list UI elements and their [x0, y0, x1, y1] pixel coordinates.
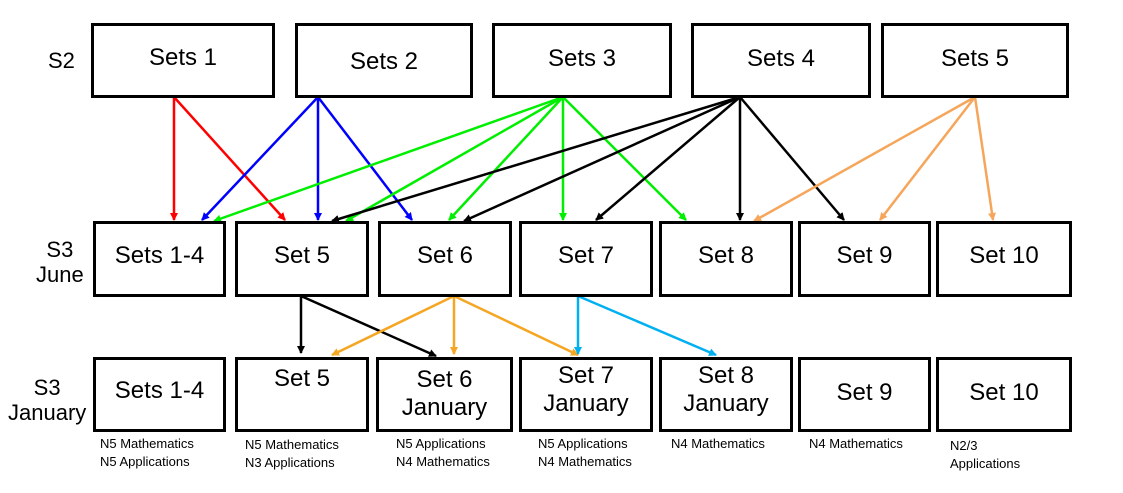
january-set-9-box: Set 9: [798, 357, 931, 432]
course-note-set-10: N2/3 Applications: [950, 437, 1020, 473]
course-line: N4 Mathematics: [538, 454, 632, 470]
course-line: N5 Applications: [100, 454, 190, 470]
row-label-s3-june: S3 June: [36, 237, 84, 288]
box-label: Sets 1-4: [114, 377, 205, 404]
arrows-from-june-set-7: [574, 294, 717, 357]
january-set-8-box: Set 8 January: [659, 357, 793, 432]
june-set-9-box: Set 9: [798, 221, 931, 297]
course-note-set-6: N5 Applications N4 Mathematics: [396, 435, 490, 471]
box-label: Set 7: [557, 242, 615, 269]
course-note-set-8: N4 Mathematics: [671, 435, 765, 453]
box-label: Sets 1: [148, 44, 218, 71]
arrows-from-june-set-6: [331, 294, 579, 357]
course-line: Applications: [950, 456, 1021, 472]
course-line: N5 Applications: [396, 436, 486, 451]
january-set-5-box: Set 5: [235, 357, 369, 432]
row-label-s2: S2: [48, 48, 75, 73]
course-note-set-9: N4 Mathematics: [809, 435, 903, 453]
june-set-8-box: Set 8: [659, 221, 793, 297]
s2-sets-5-box: Sets 5: [881, 23, 1069, 98]
january-set-7-box: Set 7 January: [519, 357, 653, 432]
june-set-6-box: Set 6: [378, 221, 512, 297]
box-label-sub: January: [543, 389, 629, 417]
arrows-from-sets-1: [170, 96, 286, 221]
row-label-line: January: [8, 400, 87, 426]
arrows-from-sets-3: [213, 95, 687, 223]
arrows-from-sets-4: [331, 95, 845, 223]
box-label: Set 10: [969, 379, 1039, 406]
course-line: N4 Mathematics: [396, 454, 490, 470]
box-label: Set 8: [697, 362, 755, 389]
course-line: N5 Mathematics: [100, 436, 194, 451]
course-line: N4 Mathematics: [671, 436, 765, 451]
box-label: Set 9: [836, 379, 893, 406]
box-label: Set 6: [416, 242, 474, 269]
january-set-10-box: Set 10: [936, 357, 1072, 432]
january-sets-1-4-box: Sets 1-4: [93, 357, 226, 432]
box-label: Set 9: [836, 242, 893, 269]
june-set-10-box: Set 10: [936, 221, 1072, 297]
course-line: N5 Applications: [538, 436, 628, 451]
box-label: Sets 2: [349, 48, 419, 75]
june-set-5-box: Set 5: [235, 221, 369, 297]
arrows-from-sets-2: [201, 96, 413, 221]
june-set-7-box: Set 7: [519, 221, 653, 297]
row-label-s3-january: S3 January: [8, 375, 86, 426]
s2-sets-1-box: Sets 1: [91, 23, 275, 98]
course-note-set-7: N5 Applications N4 Mathematics: [538, 435, 632, 471]
s2-sets-2-box: Sets 2: [295, 23, 473, 98]
row-label-line: June: [36, 262, 84, 288]
box-label-sub: January: [401, 393, 488, 421]
course-line: N4 Mathematics: [809, 436, 903, 451]
box-label: Set 7: [557, 362, 615, 389]
course-note-set-5: N5 Mathematics N3 Applications: [245, 436, 339, 472]
row-label-line: S3: [46, 237, 74, 262]
course-line: N5 Mathematics: [245, 437, 339, 452]
box-label: Sets 1-4: [114, 242, 205, 269]
box-label: Sets 3: [547, 45, 617, 72]
course-line: N2/3: [950, 438, 978, 453]
box-label: Sets 4: [746, 45, 816, 72]
row-label-line: S3: [33, 375, 61, 400]
box-label-sub: January: [683, 389, 769, 417]
course-note-sets-1-4: N5 Mathematics N5 Applications: [100, 435, 194, 471]
arrows-from-sets-5: [753, 95, 996, 223]
box-label: Set 5: [273, 242, 331, 269]
s2-sets-4-box: Sets 4: [691, 23, 871, 98]
box-label: Set 10: [969, 242, 1039, 269]
june-sets-1-4-box: Sets 1-4: [93, 221, 226, 297]
box-label: Sets 5: [940, 45, 1010, 72]
s2-sets-3-box: Sets 3: [492, 23, 672, 98]
box-label: Set 5: [273, 365, 331, 392]
arrows-from-june-set-5: [297, 294, 437, 358]
box-label: Set 6: [416, 366, 473, 393]
box-label: Set 8: [697, 242, 755, 269]
course-line: N3 Applications: [245, 455, 335, 471]
january-set-6-box: Set 6 January: [376, 357, 513, 432]
